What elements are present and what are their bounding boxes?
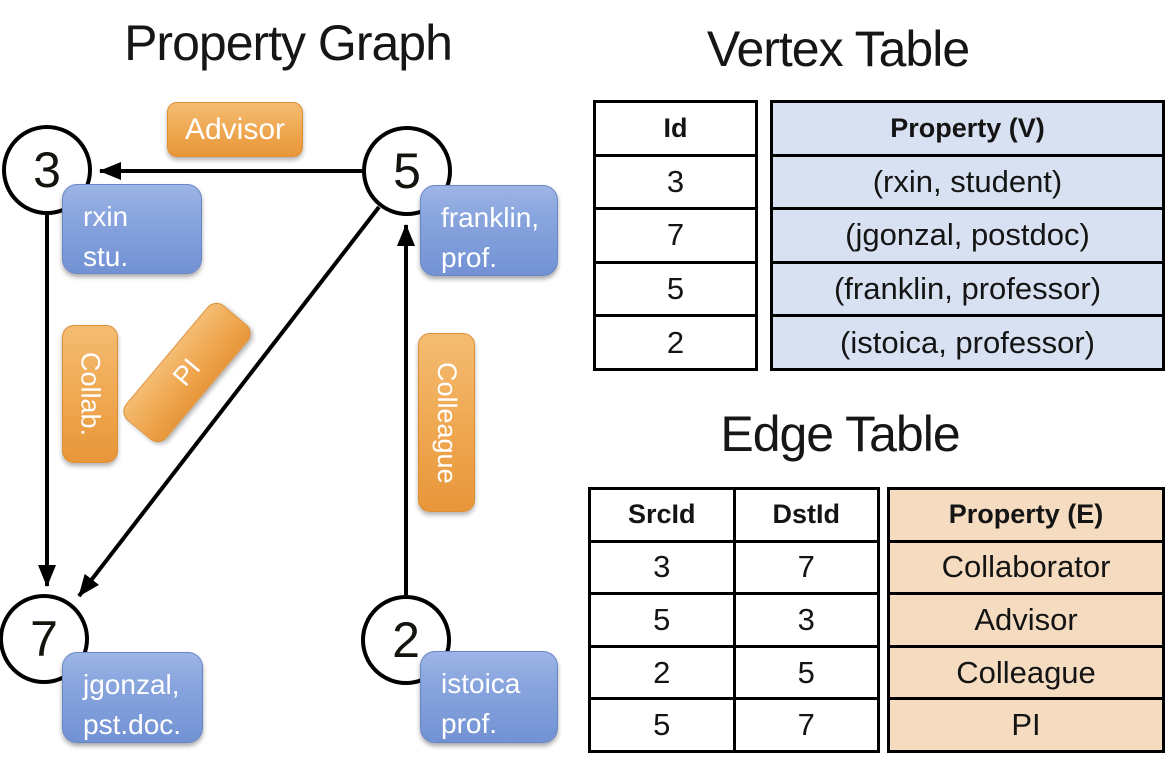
vertex-row-property: (istoica, professor) [840,324,1095,360]
vertex-card-istoica: istoica prof. [420,651,558,743]
edge-row-property: Collaborator [941,549,1111,585]
vertex-card-rxin: rxin stu. [62,184,202,274]
edge-table-srcid-header: SrcId [591,490,736,540]
edge-row-dstid: 3 [797,601,815,637]
vertex-row-id: 5 [666,271,685,307]
edge-row-dstid: 5 [797,654,815,690]
vertex-id-2: 2 [392,612,420,668]
edge-row-srcid: 3 [591,542,736,593]
edge-row-srcid: 5 [591,595,736,645]
vertex-id-5: 5 [393,143,421,199]
vertex-row-id: 7 [666,217,685,253]
vertex-row-id: 2 [666,324,685,360]
vertex-id-3: 3 [33,142,61,198]
edge-label-collab: Collab. [62,325,118,463]
edge-label-colleague: Colleague [418,333,475,512]
vertex-node-5: 5 [362,126,452,216]
edge-label-advisor: Advisor [167,102,303,157]
vertex-row-property: (franklin, professor) [833,271,1102,307]
edge-row-dstid: 7 [797,549,815,585]
graph-edges [38,162,415,598]
edge-table-property-header: Property (E) [948,499,1104,530]
vertex-table-property-header: Property (V) [890,112,1045,143]
vertex-table-id-header: Id [663,112,688,143]
vertex-id-7: 7 [30,611,58,667]
edge-table-title: Edge Table [720,406,960,462]
vertex-row-property: (jgonzal, postdoc) [845,217,1090,253]
vertex-row-id: 3 [666,163,685,199]
edge-row-property: Colleague [956,654,1096,690]
edge-table-property-column: Property (E) Collaborator Advisor Collea… [887,487,1165,753]
edge-table-id-columns: SrcId DstId 3 7 5 3 2 5 5 7 [588,487,880,753]
property-graph-title: Property Graph [124,15,453,71]
vertex-card-jgonzal: jgonzal, pst.doc. [62,652,203,743]
vertex-row-property: (rxin, student) [872,163,1063,199]
edge-row-property: PI [1011,707,1041,743]
edge-table-dstid-header: DstId [772,499,841,530]
vertex-table-property-column: Property (V) (rxin, student) (jgonzal, p… [770,100,1165,371]
edge-row-property: Advisor [974,601,1078,637]
vertex-card-franklin: franklin, prof. [420,185,558,276]
vertex-table-title: Vertex Table [706,21,970,77]
vertex-node-2: 2 [361,595,451,685]
edge-5-7-pi [77,205,381,598]
edge-row-dstid: 7 [797,707,815,743]
vertex-table-id-column: Id 3 7 5 2 [593,100,758,371]
edge-row-srcid: 5 [591,700,736,750]
edge-row-srcid: 2 [591,647,736,698]
